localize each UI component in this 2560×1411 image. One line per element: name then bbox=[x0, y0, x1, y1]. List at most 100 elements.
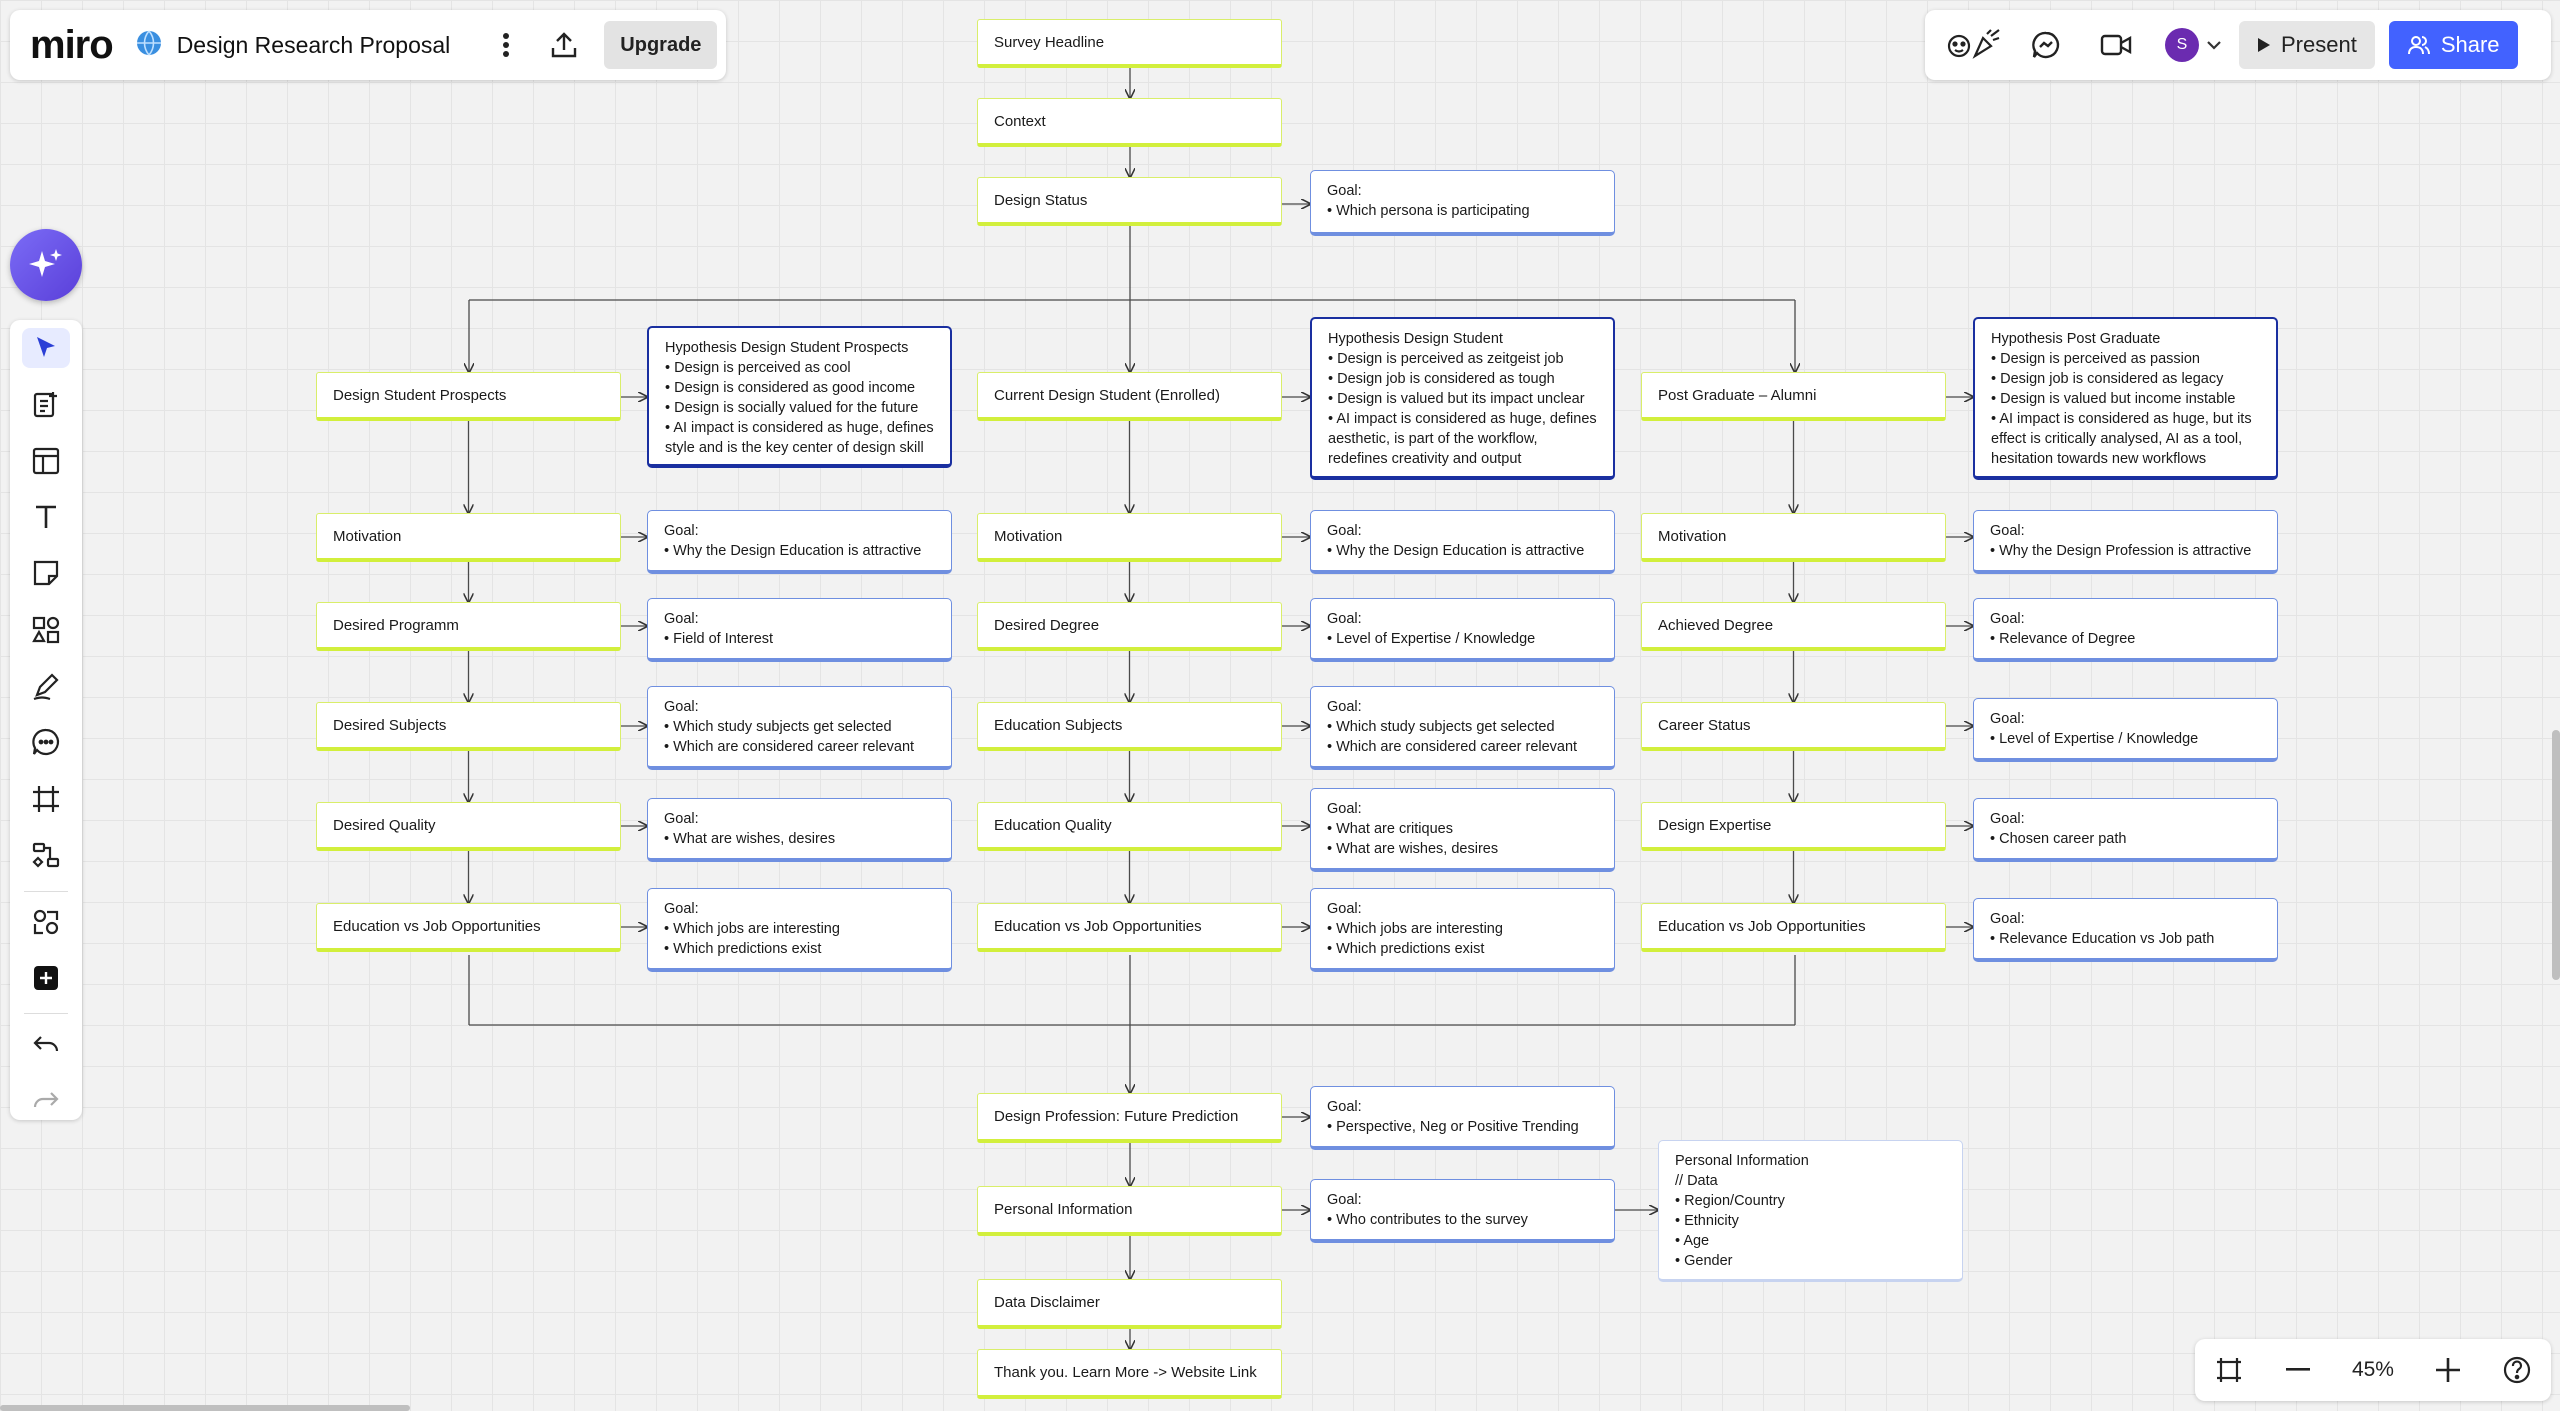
card-item: Design is socially valued for the future bbox=[665, 398, 934, 418]
card-item: What are wishes, desires bbox=[1327, 839, 1598, 859]
personal-information-node[interactable]: Personal Information bbox=[977, 1186, 1282, 1236]
sticky-note-tool[interactable] bbox=[22, 553, 70, 593]
question-node[interactable]: Education vs Job Opportunities bbox=[1641, 903, 1946, 952]
zoom-in-button[interactable] bbox=[2423, 1346, 2473, 1394]
question-node[interactable]: Education Quality bbox=[977, 802, 1282, 851]
goal-personal-information-card[interactable]: Goal: Who contributes to the survey bbox=[1310, 1179, 1615, 1243]
goal-card[interactable]: Goal:Relevance of Degree bbox=[1973, 598, 2278, 662]
question-node[interactable]: Motivation bbox=[1641, 513, 1946, 562]
chat-icon[interactable] bbox=[2011, 21, 2081, 69]
question-node[interactable]: Education vs Job Opportunities bbox=[977, 903, 1282, 952]
goal-design-status-card[interactable]: Goal: Which persona is participating bbox=[1310, 170, 1615, 236]
layout-tool[interactable] bbox=[22, 441, 70, 481]
card-title: Goal: bbox=[664, 611, 699, 627]
card-item: Region/Country bbox=[1675, 1191, 1946, 1211]
hypothesis-card[interactable]: Hypothesis Design StudentDesign is perce… bbox=[1310, 317, 1615, 480]
card-title: Goal: bbox=[1327, 523, 1362, 539]
goal-card[interactable]: Goal:Level of Expertise / Knowledge bbox=[1973, 698, 2278, 762]
question-node[interactable]: Motivation bbox=[316, 513, 621, 562]
goal-card[interactable]: Goal:What are critiquesWhat are wishes, … bbox=[1310, 788, 1615, 872]
plus-icon bbox=[2436, 1358, 2461, 1382]
data-disclaimer-node[interactable]: Data Disclaimer bbox=[977, 1279, 1282, 1329]
goal-card[interactable]: Goal:Field of Interest bbox=[647, 598, 952, 662]
share-button[interactable]: Share bbox=[2388, 21, 2518, 69]
pen-icon bbox=[33, 673, 59, 701]
card-item: Which predictions exist bbox=[664, 939, 935, 959]
user-avatar[interactable]: S bbox=[2165, 28, 2199, 62]
persona-node[interactable]: Design Student Prospects bbox=[316, 372, 621, 421]
goal-card[interactable]: Goal:Why the Design Education is attract… bbox=[1310, 510, 1615, 574]
export-icon[interactable] bbox=[536, 21, 592, 69]
more-options-icon[interactable] bbox=[486, 21, 526, 69]
frame-tool[interactable] bbox=[22, 779, 70, 819]
persona-node[interactable]: Post Graduate – Alumni bbox=[1641, 372, 1946, 421]
goal-card[interactable]: Goal:What are wishes, desires bbox=[647, 798, 952, 862]
question-node[interactable]: Desired Subjects bbox=[316, 702, 621, 751]
card-item: Why the Design Education is attractive bbox=[664, 541, 935, 561]
question-node[interactable]: Design Expertise bbox=[1641, 802, 1946, 851]
question-node[interactable]: Motivation bbox=[977, 513, 1282, 562]
goal-card[interactable]: Goal:Chosen career path bbox=[1973, 798, 2278, 862]
hypothesis-card[interactable]: Hypothesis Post GraduateDesign is percei… bbox=[1973, 317, 2278, 480]
question-node[interactable]: Desired Programm bbox=[316, 602, 621, 651]
card-item: What are wishes, desires bbox=[664, 829, 935, 849]
shapes-tool[interactable] bbox=[22, 610, 70, 650]
card-title: Hypothesis Post Graduate bbox=[1991, 331, 2161, 347]
question-node[interactable]: Desired Degree bbox=[977, 602, 1282, 651]
thank-you-node[interactable]: Thank you. Learn More -> Website Link bbox=[977, 1349, 1282, 1399]
fit-to-screen-icon[interactable] bbox=[2204, 1346, 2254, 1394]
apps-tool[interactable] bbox=[22, 902, 70, 942]
globe-icon[interactable] bbox=[135, 29, 163, 62]
more-tools[interactable] bbox=[22, 958, 70, 998]
survey-headline-node[interactable]: Survey Headline bbox=[977, 19, 1282, 68]
question-node[interactable]: Education Subjects bbox=[977, 702, 1282, 751]
goal-future-prediction-card[interactable]: Goal: Perspective, Neg or Positive Trend… bbox=[1310, 1086, 1615, 1150]
context-node[interactable]: Context bbox=[977, 98, 1282, 147]
persona-node[interactable]: Current Design Student (Enrolled) bbox=[977, 372, 1282, 421]
undo-button[interactable] bbox=[22, 1023, 70, 1063]
card-title: Goal: bbox=[1990, 911, 2025, 927]
help-icon[interactable] bbox=[2492, 1346, 2542, 1394]
future-prediction-node[interactable]: Design Profession: Future Prediction bbox=[977, 1093, 1282, 1143]
miro-logo[interactable]: miro bbox=[30, 22, 114, 67]
templates-tool[interactable] bbox=[22, 384, 70, 424]
share-label: Share bbox=[2440, 32, 2500, 57]
video-call-icon[interactable] bbox=[2081, 21, 2151, 69]
question-node[interactable]: Career Status bbox=[1641, 702, 1946, 751]
goal-card[interactable]: Goal:Why the Design Profession is attrac… bbox=[1973, 510, 2278, 574]
vertical-scrollbar[interactable] bbox=[2552, 730, 2560, 980]
board-title[interactable]: Design Research Proposal bbox=[176, 31, 451, 58]
goal-card[interactable]: Goal:Why the Design Education is attract… bbox=[647, 510, 952, 574]
goal-card[interactable]: Goal:Which study subjects get selectedWh… bbox=[1310, 686, 1615, 770]
zoom-level[interactable]: 45% bbox=[2351, 1358, 2394, 1381]
goal-card[interactable]: Goal:Which jobs are interestingWhich pre… bbox=[647, 888, 952, 972]
ai-assistant-button[interactable] bbox=[10, 229, 82, 301]
card-item: Which study subjects get selected bbox=[1327, 717, 1598, 737]
goal-card[interactable]: Goal:Which jobs are interestingWhich pre… bbox=[1310, 888, 1615, 972]
select-tool[interactable] bbox=[22, 328, 70, 369]
card-item: Which are considered career relevant bbox=[1327, 737, 1598, 757]
personal-data-card[interactable]: Personal Information // Data Region/Coun… bbox=[1658, 1140, 1963, 1282]
goal-card[interactable]: Goal:Relevance Education vs Job path bbox=[1973, 898, 2278, 962]
chevron-down-icon[interactable] bbox=[2199, 21, 2229, 69]
design-status-node[interactable]: Design Status bbox=[977, 177, 1282, 226]
reactions-icon[interactable] bbox=[1941, 21, 2011, 69]
comment-tool[interactable] bbox=[22, 722, 70, 762]
goal-card[interactable]: Goal:Level of Expertise / Knowledge bbox=[1310, 598, 1615, 662]
present-button[interactable]: Present bbox=[2239, 21, 2375, 69]
question-node[interactable]: Education vs Job Opportunities bbox=[316, 903, 621, 952]
pen-tool[interactable] bbox=[22, 666, 70, 706]
zoom-out-button[interactable] bbox=[2273, 1346, 2323, 1394]
upgrade-button[interactable]: Upgrade bbox=[604, 21, 718, 69]
redo-button[interactable] bbox=[22, 1080, 70, 1120]
question-node[interactable]: Desired Quality bbox=[316, 802, 621, 851]
text-tool[interactable] bbox=[22, 497, 70, 537]
diagram-tool[interactable] bbox=[22, 835, 70, 875]
horizontal-scrollbar[interactable] bbox=[0, 1405, 410, 1411]
diagram-icon bbox=[32, 842, 60, 868]
question-node[interactable]: Achieved Degree bbox=[1641, 602, 1946, 651]
card-title: Goal: bbox=[664, 699, 699, 715]
goal-card[interactable]: Goal:Which study subjects get selectedWh… bbox=[647, 686, 952, 770]
hypothesis-card[interactable]: Hypothesis Design Student ProspectsDesig… bbox=[647, 326, 952, 468]
users-icon bbox=[2407, 36, 2430, 55]
